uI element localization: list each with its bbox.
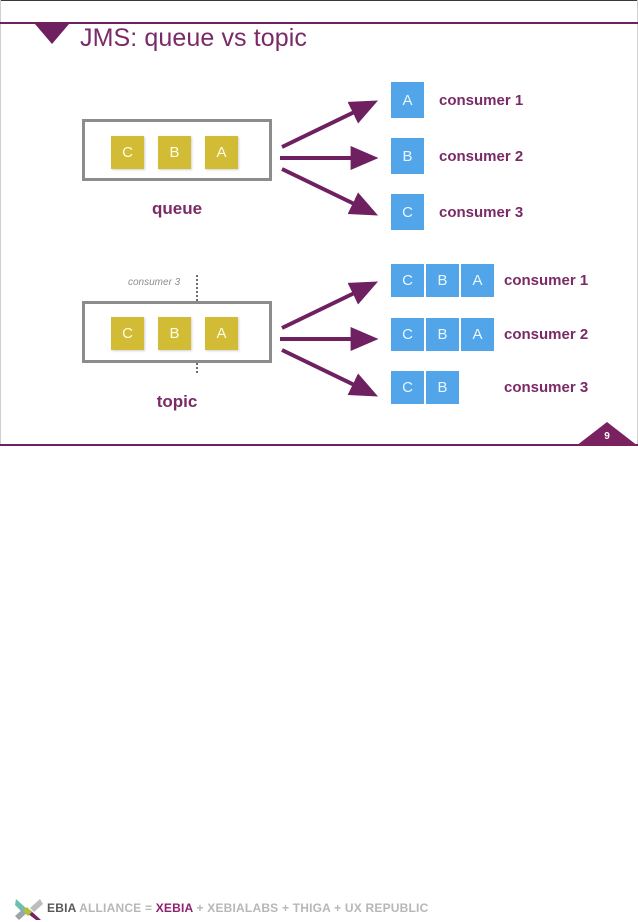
topic-consumer-label: consumer 1: [504, 272, 589, 289]
page-number: 9: [604, 431, 610, 442]
topic-consumer-label: consumer 2: [504, 326, 589, 343]
page-number-badge: 9: [576, 422, 638, 446]
footer-part-xebialabs: XEBIALABS: [207, 901, 279, 915]
queue-message-tile: C: [111, 136, 144, 169]
topic-consumer-tile: B: [426, 264, 459, 297]
queue-message-tile: B: [158, 136, 191, 169]
footer-part-alliance: ALLIANCE: [79, 901, 142, 915]
slide-footer: EBIA ALLIANCE = XEBIA + XEBIALABS + THIG…: [0, 446, 638, 920]
footer-brand-text: EBIA ALLIANCE = XEBIA + XEBIALABS + THIG…: [47, 901, 428, 915]
queue-consumer-tile: C: [391, 194, 424, 230]
topic-message-tile: B: [158, 317, 191, 350]
topic-consumer-tile: A: [461, 264, 494, 297]
topic-divider-note: consumer 3: [128, 277, 181, 288]
queue-arrows: [280, 100, 379, 216]
topic-message-tile: A: [205, 317, 238, 350]
topic-consumer-tile: C: [391, 371, 424, 404]
topic-consumer-tile: B: [426, 318, 459, 351]
header-rule: [0, 22, 638, 24]
topic-message-tile: C: [111, 317, 144, 350]
topic-consumer-tile: C: [391, 318, 424, 351]
topic-caption: topic: [156, 392, 198, 411]
page-title: JMS: queue vs topic: [80, 24, 308, 52]
queue-consumer-label: consumer 1: [439, 92, 524, 109]
footer-part-plus-3: +: [334, 901, 342, 915]
topic-consumer-tile: B: [426, 371, 459, 404]
queue-consumer-tile: A: [391, 82, 424, 118]
topic-consumer-label: consumer 3: [504, 379, 589, 396]
page-badge-triangle-icon: [576, 422, 638, 446]
footer-part-xebia: XEBIA: [155, 901, 193, 915]
xebia-x-logo-icon: [15, 899, 43, 920]
footer-part-plus-2: +: [281, 901, 290, 915]
queue-consumer-tile: B: [391, 138, 424, 174]
footer-part-thiga: THIGA: [292, 901, 331, 915]
slide-edge-left: [0, 0, 1, 479]
topic-consumer-tile: A: [461, 318, 494, 351]
queue-caption: queue: [151, 199, 203, 218]
footer-part-equals: =: [144, 901, 153, 915]
queue-consumer-label: consumer 2: [439, 148, 524, 165]
slide-edge-top: [0, 0, 638, 1]
footer-rule: [0, 444, 638, 446]
queue-message-tile: A: [205, 136, 238, 169]
footer-part-plus-1: +: [196, 901, 204, 915]
topic-arrows: [280, 281, 379, 397]
queue-consumer-label: consumer 3: [439, 204, 524, 221]
footer-part-uxrepublic: UX REPUBLIC: [344, 901, 429, 915]
topic-consumer-tile: C: [391, 264, 424, 297]
footer-part-ebia: EBIA: [47, 901, 77, 915]
title-triangle-icon: [35, 24, 69, 44]
